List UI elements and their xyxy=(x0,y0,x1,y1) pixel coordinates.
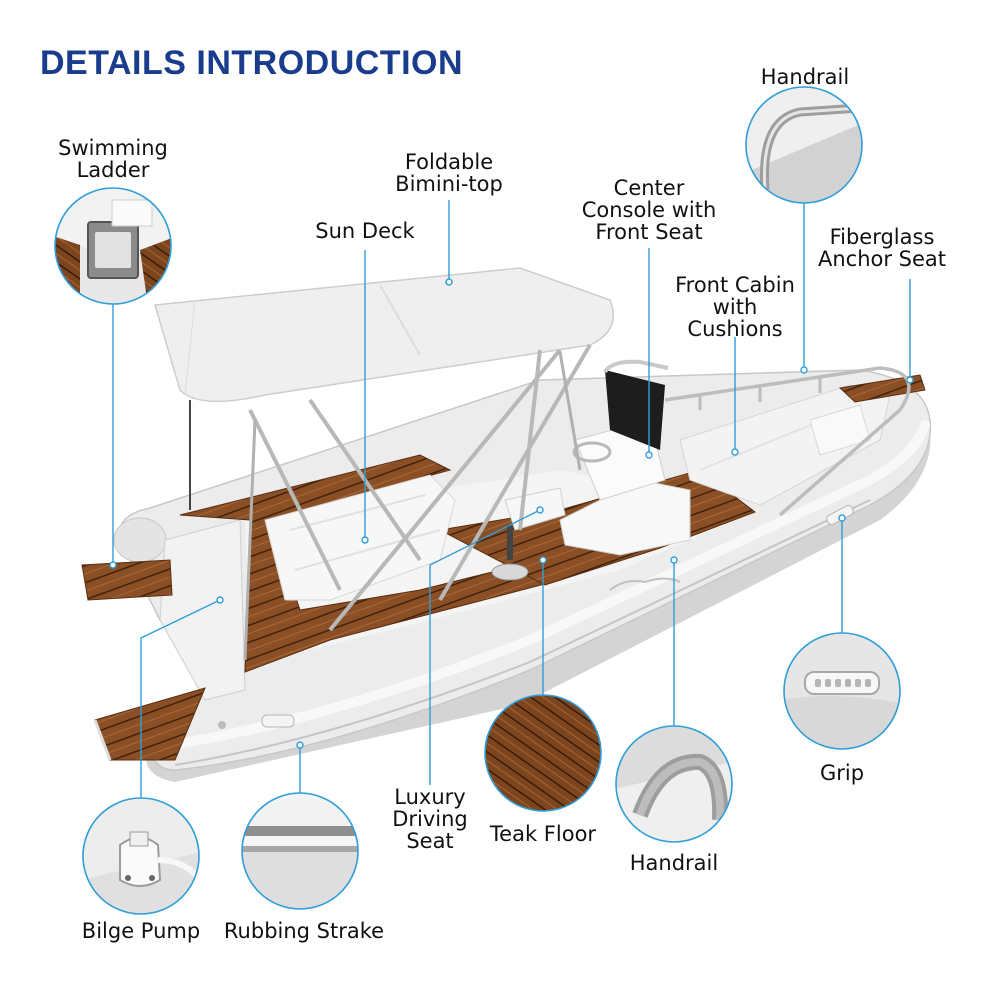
boat xyxy=(81,267,932,782)
label-grip: Grip xyxy=(819,761,865,785)
label-bilge-pump: Bilge Pump xyxy=(81,919,201,943)
leader-lines xyxy=(112,200,911,798)
label-swimming-ladder: Swimming Ladder xyxy=(58,136,168,182)
leader-dots xyxy=(109,278,914,749)
label-sun-deck: Sun Deck xyxy=(315,219,415,243)
detail-teak-floor-icon xyxy=(484,694,602,812)
detail-handrail-bottom-icon xyxy=(615,725,733,843)
label-fiberglass-anchor-seat: Fiberglass Anchor Seat xyxy=(817,225,947,271)
page-title: DETAILS INTRODUCTION xyxy=(40,44,464,82)
label-handrail-top: Handrail xyxy=(760,65,850,89)
label-handrail-bottom: Handrail xyxy=(629,851,719,875)
detail-bilge-pump-icon xyxy=(82,797,200,915)
detail-handrail-top-icon xyxy=(745,86,863,204)
label-luxury-driving-seat: Luxury Driving Seat xyxy=(392,785,468,853)
label-teak-floor: Teak Floor xyxy=(489,822,597,846)
label-front-cabin: Front Cabin with Cushions xyxy=(675,273,795,341)
detail-grip-icon xyxy=(783,632,901,750)
detail-rubbing-strake-icon xyxy=(241,792,359,910)
label-bimini-top: Foldable Bimini-top xyxy=(395,150,503,196)
label-rubbing-strake: Rubbing Strake xyxy=(223,919,385,943)
label-center-console: Center Console with Front Seat xyxy=(581,176,717,244)
detail-swimming-ladder-icon xyxy=(54,187,172,305)
